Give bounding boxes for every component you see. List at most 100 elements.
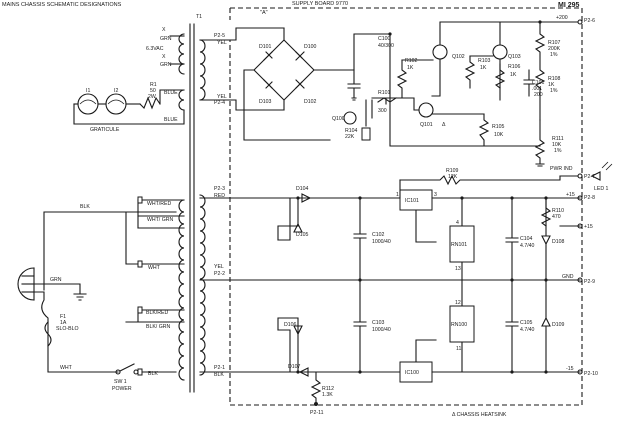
wire-blk-main — [43, 211, 177, 291]
label-x-top: X — [162, 27, 166, 33]
label-r111-tol: 1% — [554, 148, 562, 154]
transistor-q100 — [343, 111, 357, 125]
label-d106: D106 — [284, 322, 297, 328]
capacitor-c102 — [353, 197, 367, 281]
plug-body — [17, 267, 35, 301]
label-p2-7: P2-7 — [584, 174, 595, 180]
diode-d109 — [541, 279, 551, 373]
header-caption: MAINS CHASSIS SCHEMATIC DESIGNATIONS — [2, 2, 122, 8]
label-f1-type: SLO-BLO — [56, 326, 79, 332]
label-r106-value: 1K — [510, 72, 517, 78]
lamp-2-icon — [105, 93, 127, 115]
label-c101-volts: 200 — [534, 92, 543, 98]
label-r101-value: 300 — [378, 108, 387, 114]
label-d100: D100 — [304, 44, 317, 50]
label-r1-value: 50 — [150, 88, 156, 94]
connector-blk-red — [137, 306, 143, 314]
label-c101: C101 — [532, 80, 545, 86]
switch-contact-b — [133, 369, 139, 375]
label-p2-3: P2-3 — [214, 186, 225, 192]
label-blue-bottom: BLUE — [164, 117, 178, 123]
label-r108-tol: 1% — [550, 88, 558, 94]
board-title: SUPPLY BOARD 9770 — [292, 1, 348, 7]
transistor-q101 — [418, 102, 434, 118]
label-blk-2: BLK — [148, 371, 158, 377]
label-blk-red: BLK/RED — [146, 310, 168, 316]
label-c103: C103 — [372, 320, 385, 326]
label-p2-5: P2-5 — [214, 33, 225, 39]
label-c102-value: 1000/40 — [372, 239, 391, 245]
switch-contact-a — [115, 369, 121, 375]
wire-200v-rail — [535, 21, 579, 167]
transistor-q103 — [492, 44, 508, 60]
label-p2-2-color: YEL — [214, 264, 224, 270]
bridge-negative — [243, 69, 331, 141]
label-r1-watt: 2W — [148, 94, 156, 100]
connector-blk — [137, 368, 143, 376]
lv-secondary-winding — [199, 194, 206, 376]
resistor-r105 — [478, 113, 490, 147]
label-c102: C102 — [372, 232, 385, 238]
wire-neutral — [33, 291, 119, 373]
wire-grn-earth — [33, 283, 81, 295]
label-r108: R108 — [548, 76, 561, 82]
label-wht-red: WHT/RED — [147, 201, 171, 207]
label-q100: Q100 — [332, 116, 345, 122]
label-graticule: GRATICULE — [90, 127, 120, 133]
capacitor-c104 — [505, 197, 519, 281]
lamp-1-icon — [77, 93, 99, 115]
label-6-3vac: 6.3VAC — [146, 46, 164, 52]
label-sw1: SW 1 — [114, 379, 127, 385]
label-r104: R104 — [345, 128, 358, 134]
resistor-r112 — [310, 371, 322, 405]
label-r107-value: 200K — [548, 46, 561, 52]
label-f1: F1 — [60, 314, 66, 320]
resistor-r106 — [494, 63, 506, 89]
supply-board-outline — [229, 7, 583, 406]
label-p2-10: P2-10 — [584, 371, 598, 377]
label-neg15v: -15 — [566, 366, 574, 372]
label-d108: D108 — [552, 239, 565, 245]
resistor-r1 — [139, 96, 161, 110]
taps-lower — [137, 263, 185, 323]
label-p2-8: P2-8 — [584, 195, 595, 201]
p2-11-terminal — [314, 402, 318, 406]
led-1-rays — [601, 161, 613, 171]
label-p2-1-color: BLK — [214, 372, 224, 378]
chassis-ground-icon — [73, 293, 87, 301]
label-p2-2: P2-2 — [214, 271, 225, 277]
led-1-icon — [590, 171, 601, 181]
label-d103: D103 — [259, 99, 272, 105]
wire-blue-top — [159, 89, 185, 105]
label-r104-value: 22K — [345, 134, 355, 140]
resistor-r103 — [464, 55, 476, 89]
label-d102: D102 — [304, 99, 317, 105]
label-r105-value: 10K — [494, 132, 504, 138]
label-r111-value: 10K — [552, 142, 562, 148]
label-q103: Q103 — [508, 54, 521, 60]
label-blk: BLK — [80, 204, 90, 210]
wire-lv-top — [199, 197, 291, 241]
label-200v: +200 — [556, 15, 568, 21]
resistor-r102 — [396, 59, 408, 99]
label-f1-amp: 1A — [60, 320, 67, 326]
label-rn101-pin4: 4 — [456, 220, 459, 226]
label-d107: D107 — [288, 364, 301, 370]
label-x-bottom: X — [162, 54, 166, 60]
hv-secondary-winding — [199, 39, 206, 101]
switch-sw1[interactable] — [119, 363, 135, 372]
diode-d107 — [289, 367, 311, 377]
label-ic101: IC101 — [405, 198, 419, 204]
label-wht-grn: WHT/ GRN — [147, 217, 173, 223]
bridge-positive — [313, 33, 391, 71]
label-rn100-pin12: 12 — [455, 300, 461, 306]
label-p2-4: P2-4 — [214, 100, 225, 106]
label-r103-value: 1K — [480, 65, 487, 71]
label-r106: R106 — [508, 64, 521, 70]
label-q101: Q101 — [420, 122, 433, 128]
label-lamp-2: I2 — [114, 88, 118, 94]
resistor-r110 — [540, 197, 552, 227]
label-r110: R110 — [552, 208, 564, 214]
model-number: MI 295 — [558, 2, 580, 9]
